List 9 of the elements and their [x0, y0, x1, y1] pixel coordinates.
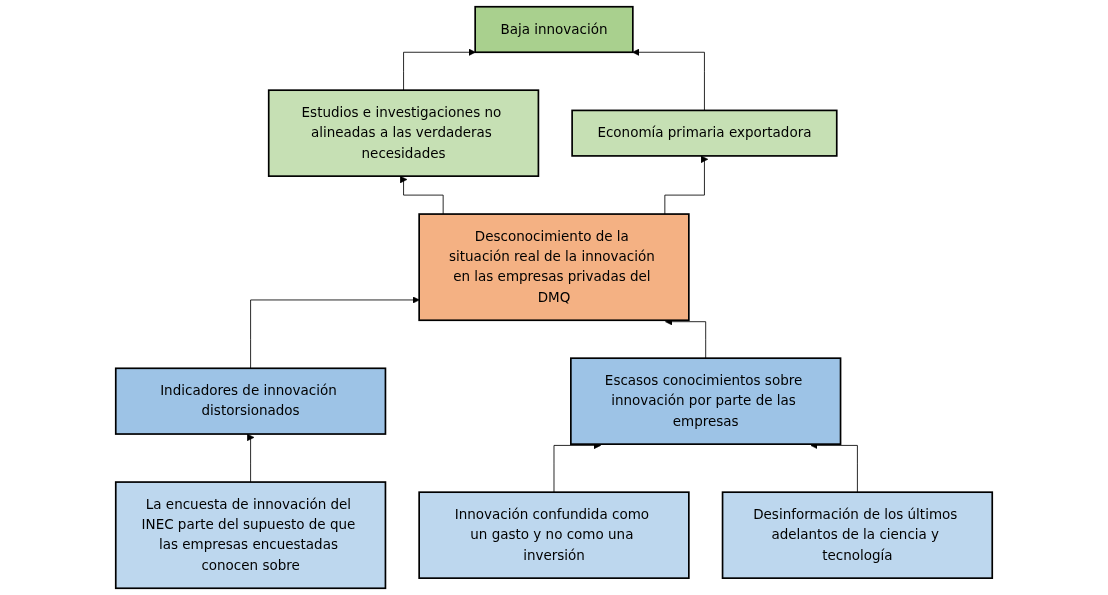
node-box: Desinformación de los últimos adelantos de la ciencia y tecnología: [721, 491, 994, 579]
node-box: Escasos conocimientos sobre innovación por parte de las empresas: [570, 357, 842, 445]
node-box: Economía primaria exportadora: [571, 109, 838, 157]
node-box: Indicadores de innovación distorsionados: [114, 367, 387, 435]
node-box: La encuesta de innovación del INEC parte del supuesto de que las empresas encuestadas conocen sobre: [114, 481, 387, 590]
node-box: Desconocimiento de la situación real de la innovación en las empresas privadas del DMQ: [418, 213, 690, 322]
node-box: Innovación confundida como un gasto y no como una inversión: [418, 491, 690, 579]
node-box: Baja innovación: [474, 5, 634, 54]
node-box: Estudios e investigaciones no alineadas a las verdaderas necesidades: [267, 89, 540, 177]
